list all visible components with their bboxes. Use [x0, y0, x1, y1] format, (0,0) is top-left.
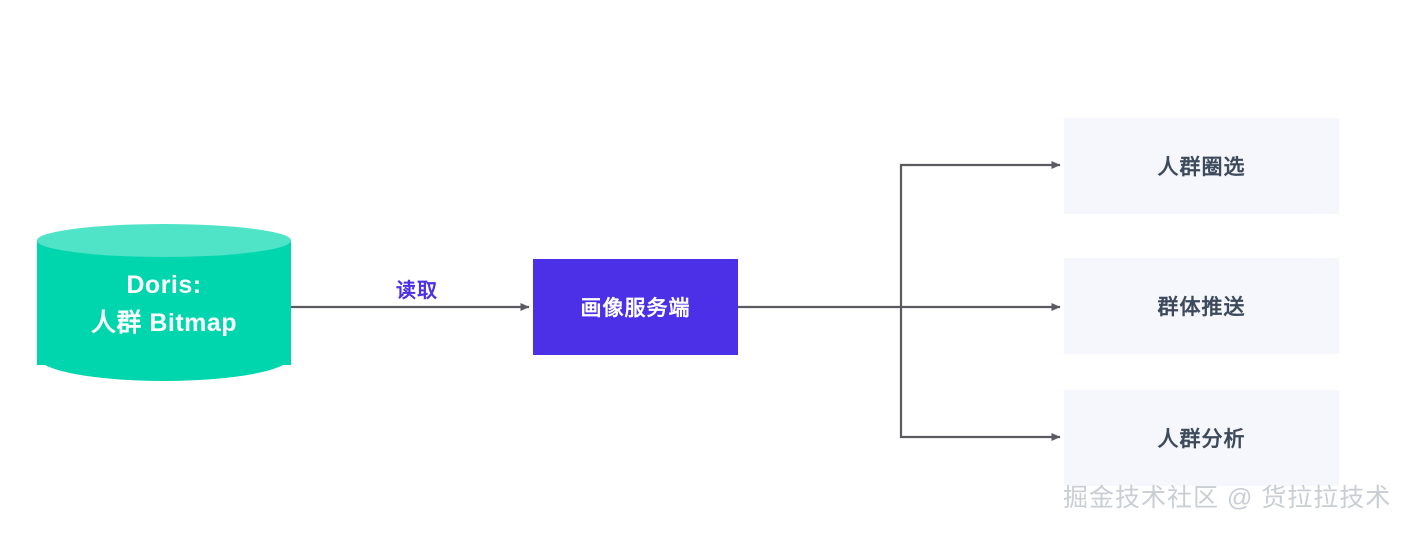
output-node-label: 人群圈选: [1157, 156, 1246, 179]
cylinder-top-ellipse: [37, 224, 291, 257]
output-node-crowd-analysis[interactable]: 人群分析: [1064, 390, 1339, 486]
cylinder-bottom-ellipse: [37, 332, 291, 381]
portrait-service-node[interactable]: 画像服务端: [533, 259, 738, 355]
doris-datastore-label: Doris: 人群 Bitmap: [37, 266, 291, 342]
output-node-crowd-selection[interactable]: 人群圈选: [1064, 118, 1339, 214]
output-node-label: 人群分析: [1157, 428, 1246, 451]
output-node-group-push[interactable]: 群体推送: [1064, 258, 1339, 354]
doris-datastore-line2: 人群 Bitmap: [90, 309, 238, 337]
doris-datastore-node[interactable]: Doris: 人群 Bitmap: [37, 224, 291, 381]
doris-datastore-line1: Doris:: [126, 271, 202, 299]
edge-label-read: 读取: [396, 280, 438, 302]
portrait-service-label: 画像服务端: [580, 297, 691, 320]
watermark-text: 掘金技术社区 @ 货拉拉技术: [1063, 484, 1392, 512]
output-node-label: 群体推送: [1157, 296, 1246, 319]
